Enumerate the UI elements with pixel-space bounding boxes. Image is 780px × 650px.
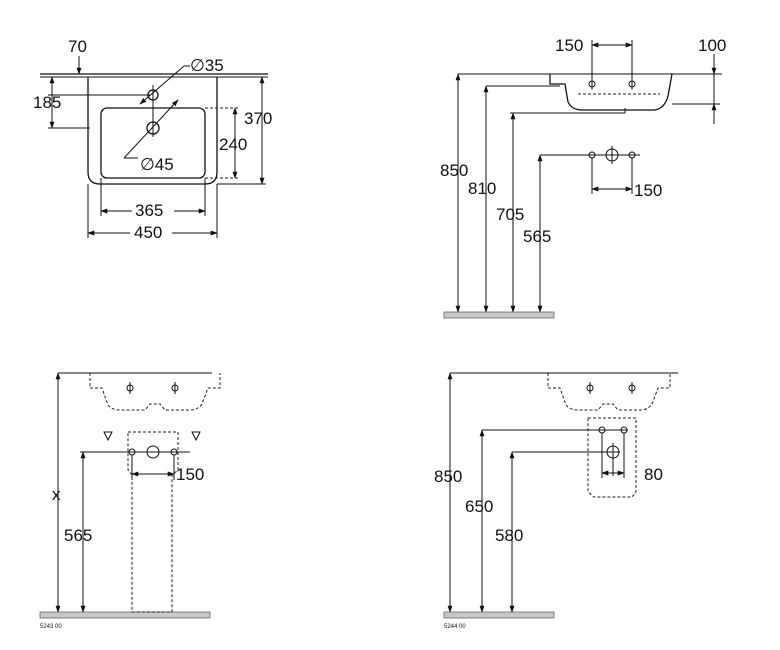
basin-front: [89, 373, 221, 411]
dim-810: 810: [468, 179, 496, 198]
floor: [443, 311, 555, 319]
basin-front-right: [547, 373, 671, 411]
front-view-left: x 565 150 5243 00: [39, 372, 221, 630]
dim-80: 80: [644, 465, 663, 484]
dim-705: 705: [496, 205, 524, 224]
dim-365: 365: [135, 201, 163, 220]
pedestal: [127, 431, 179, 613]
dim-450: 450: [134, 223, 162, 242]
top-view: 70 ∅35 185 370 240 ∅45 365 450: [33, 37, 272, 242]
dim-diam45: ∅45: [140, 155, 174, 174]
dim-150-top: 150: [555, 36, 583, 55]
dim-diam35: ∅35: [190, 56, 224, 75]
side-view: 150 100 850 810 705 565 150: [440, 36, 726, 319]
dim-70: 70: [68, 37, 87, 56]
dim-580: 580: [495, 526, 523, 545]
dim-850: 850: [440, 161, 468, 180]
front-view-right: 80 850 650 580 5244 00: [434, 372, 678, 630]
dim-565: 565: [523, 227, 551, 246]
dim-370: 370: [244, 109, 272, 128]
dim-185: 185: [33, 93, 61, 112]
dim-650: 650: [465, 497, 493, 516]
dim-565-left: 565: [64, 526, 92, 545]
dim-100: 100: [698, 36, 726, 55]
semi-pedestal: [587, 417, 637, 498]
basin-outline: [87, 77, 218, 185]
dim-240: 240: [219, 135, 247, 154]
basin-profile: [549, 73, 673, 111]
product-code-left: 5243 00: [40, 624, 62, 630]
dim-150-wall: 150: [634, 181, 662, 200]
dim-150-left: 150: [176, 465, 204, 484]
dim-850-right: 850: [434, 467, 462, 486]
dim-x: x: [52, 485, 61, 504]
product-code-right: 5244 00: [444, 624, 466, 630]
